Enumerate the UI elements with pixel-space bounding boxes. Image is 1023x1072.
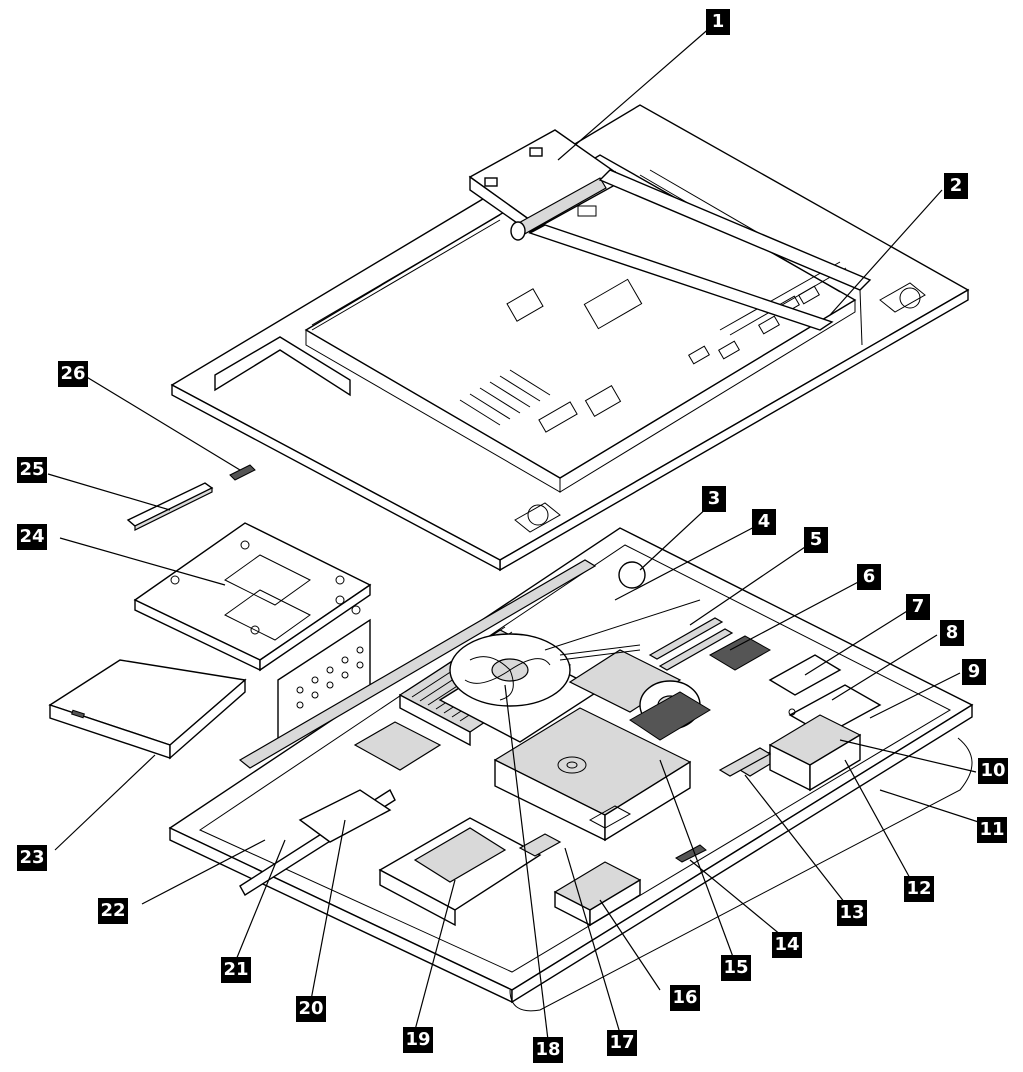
callout-13: 13 [837,900,867,926]
callout-15: 15 [721,955,751,981]
cpu-heatsink [544,561,772,741]
optical-drive [48,659,247,760]
callout-5: 5 [804,527,828,553]
callout-12: 12 [904,876,934,902]
leader-lines [47,25,1004,1041]
callout-23: 23 [17,845,47,871]
callout-16: 16 [670,985,700,1011]
hdd-assembly [298,721,542,927]
callout-14: 14 [772,932,802,958]
speakers [553,714,862,927]
odd-bracket [133,522,372,742]
callout-22: 22 [98,898,128,924]
memory-module [648,617,734,671]
callout-6: 6 [857,564,881,590]
rear-cover [170,104,970,572]
callout-19: 19 [403,1027,433,1053]
callout-17: 17 [607,1030,637,1056]
power-supply [493,707,692,842]
callout-11: 11 [977,817,1007,843]
callout-21: 21 [221,957,251,983]
callout-18: 18 [533,1037,563,1063]
stand [468,129,872,346]
callout-1: 1 [706,9,730,35]
callout-3: 3 [702,486,726,512]
callout-2: 2 [944,173,968,199]
callout-9: 9 [962,659,986,685]
callout-10: 10 [978,758,1008,784]
callout-8: 8 [940,620,964,646]
callout-24: 24 [17,524,47,550]
callout-4: 4 [752,509,776,535]
callout-7: 7 [906,594,930,620]
io-modules [518,747,772,863]
callout-25: 25 [17,457,47,483]
callout-20: 20 [296,996,326,1022]
callout-26: 26 [58,361,88,387]
system-fan [438,633,602,743]
converter-boards [126,464,256,531]
